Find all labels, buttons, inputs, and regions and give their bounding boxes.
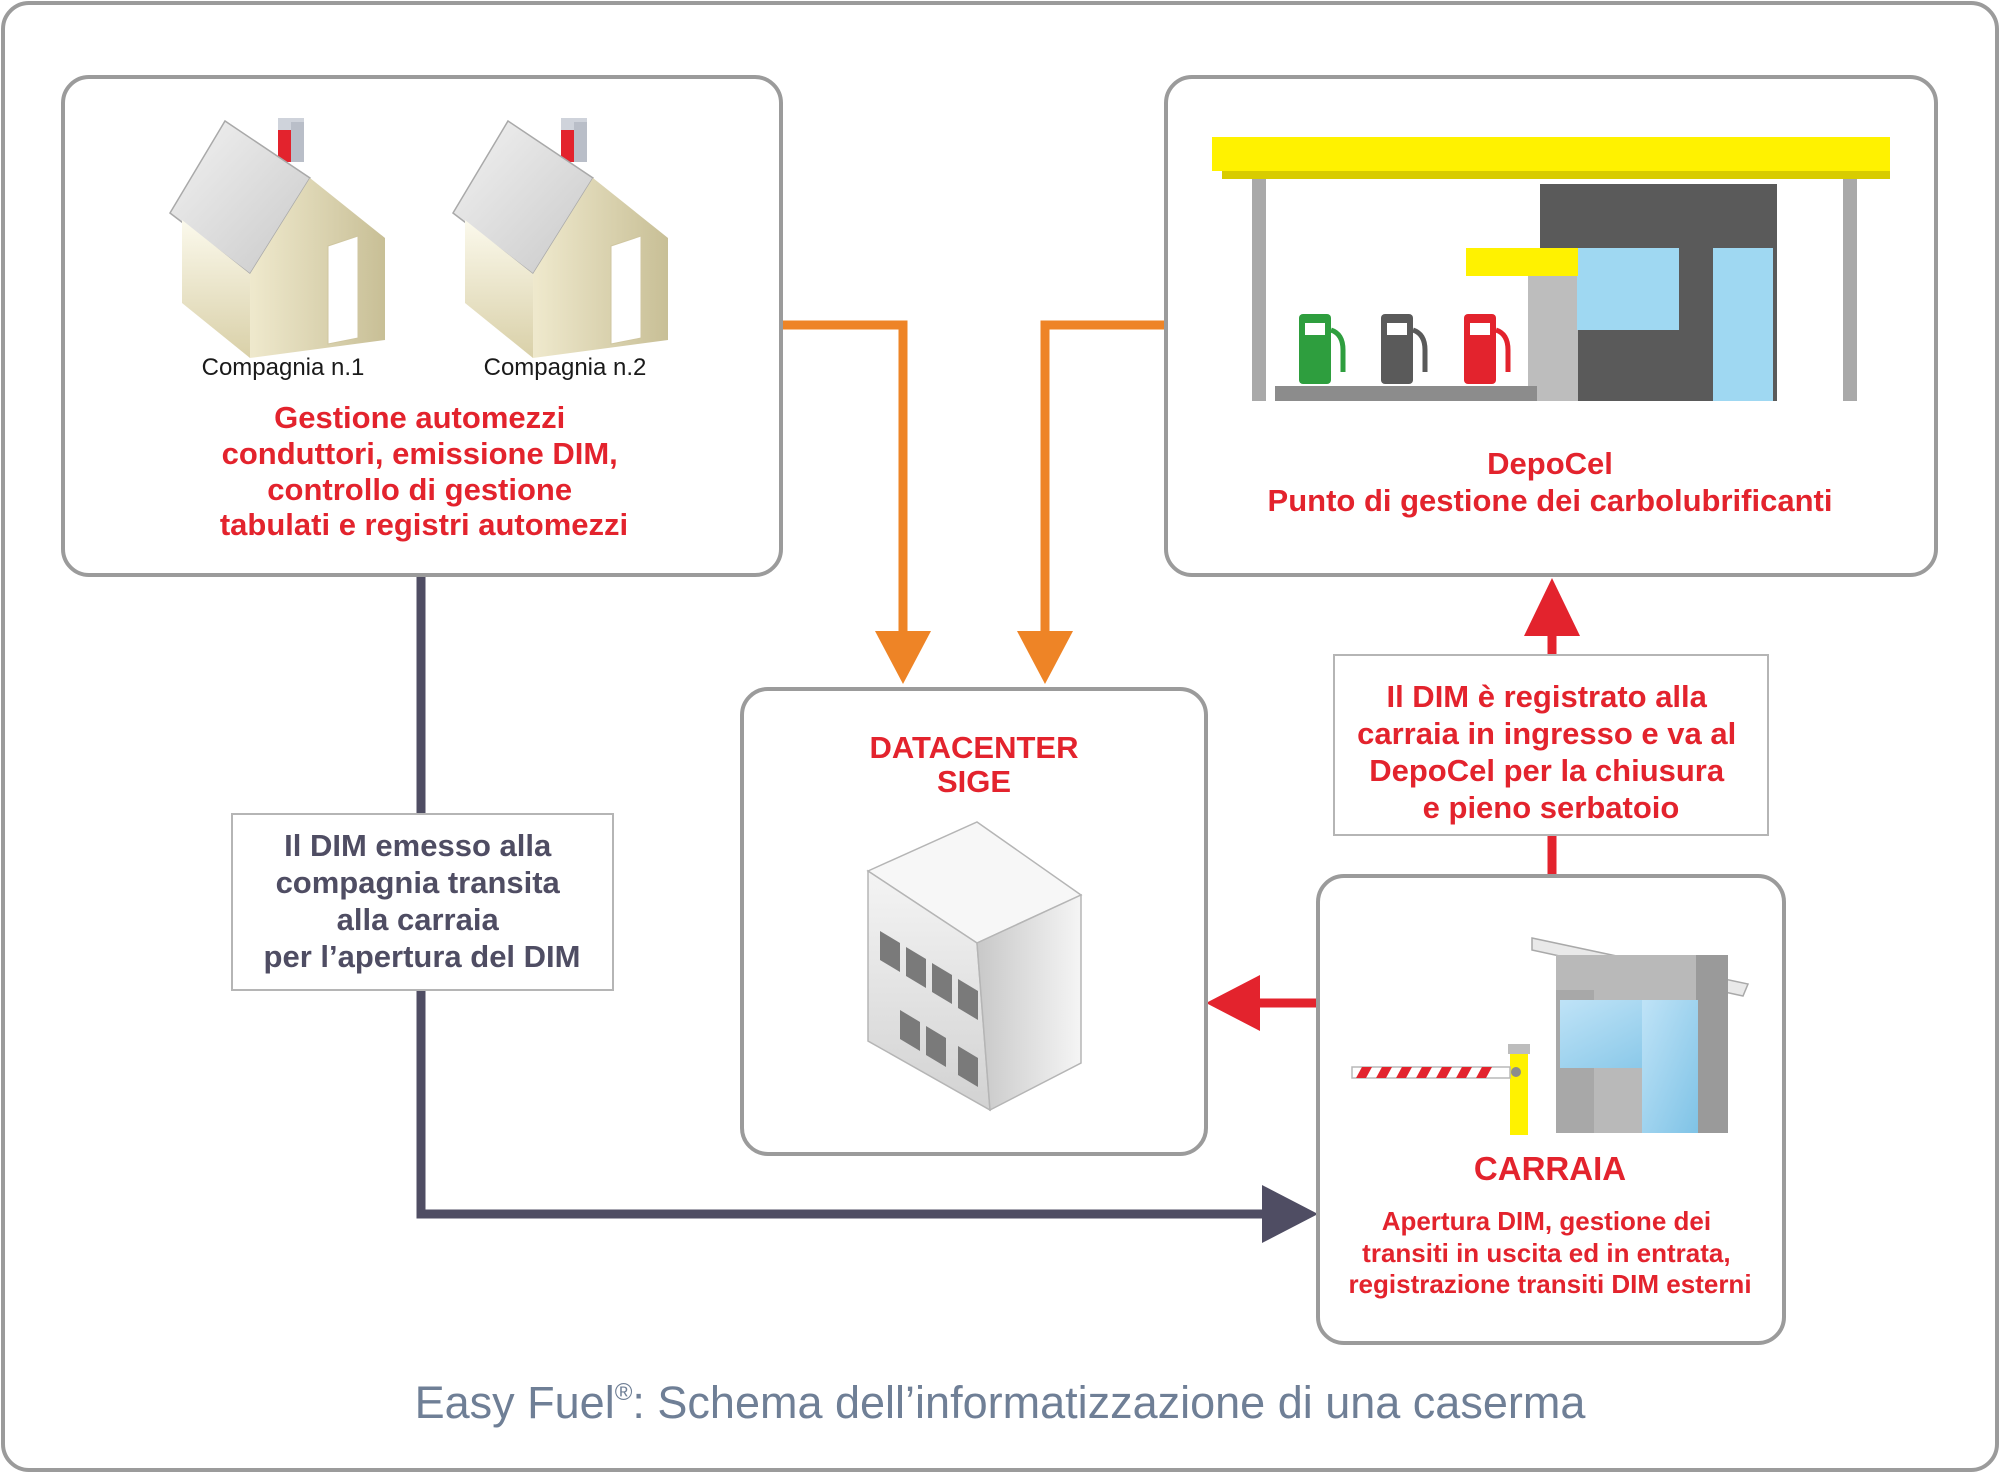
gatehouse-icon (1531, 937, 1750, 1133)
svg-text:Il DIM emesso alla compa: Il DIM emesso alla compagnia transita al… (264, 828, 581, 974)
carraia-description-line: registrazione transiti DIM esterni (1348, 1269, 1751, 1299)
depocel-subtitle: Punto di gestione dei carbolubrificanti (1268, 483, 1833, 518)
companies-description-line: tabulati e registri automezzi (220, 507, 628, 542)
note-dim-issued-line: Il DIM emesso alla (284, 828, 552, 863)
companies-description-line: Gestione automezzi (274, 400, 565, 435)
fuel-pump-icon (1464, 314, 1511, 384)
company2-label: Compagnia n.2 (484, 354, 647, 381)
note-dim-registered-line: Il DIM è registrato alla (1386, 679, 1707, 714)
note-dim-registered-line: e pieno serbatoio (1423, 790, 1680, 825)
note-dim-issued-line: alla carraia (337, 902, 500, 937)
caption: Easy Fuel®: Schema dell’informatizzazion… (415, 1377, 1587, 1428)
carraia-description-line: Apertura DIM, gestione dei (1382, 1206, 1711, 1236)
depocel-panel: DepoCel Punto di gestione dei carbolubri… (1164, 75, 1938, 577)
company1-label: Compagnia n.1 (202, 354, 365, 381)
note-dim-registered-line: carraia in ingresso e va al (1357, 716, 1736, 751)
caption-brand: Easy Fuel (415, 1377, 615, 1428)
barrier-icon (1351, 1044, 1530, 1135)
note-dim-issued-line: compagnia transita (276, 865, 561, 900)
connector-carraia-to-datacenter (1206, 975, 1316, 1031)
note-dim-issued: Il DIM emesso alla compagnia transita al… (231, 813, 614, 991)
connector-depocel-to-datacenter (1017, 320, 1166, 684)
house-icon (169, 118, 385, 358)
datacenter-panel: DATACENTER SIGE (740, 687, 1208, 1156)
companies-panel: Compagnia n.1 Compagnia n.2 Gestione aut… (61, 75, 783, 577)
companies-description-line: conduttori, emissione DIM, (222, 436, 618, 471)
carraia-panel: CARRAIA Apertura DIM, gestione dei trans… (1316, 874, 1786, 1345)
caption-text: : Schema dell’informatizzazione di una c… (632, 1377, 1586, 1428)
note-dim-registered-line: DepoCel per la chiusura (1369, 753, 1725, 788)
carraia-description-line: transiti in uscita ed in entrata, (1362, 1238, 1730, 1268)
depocel-title: DepoCel (1487, 446, 1613, 481)
fuel-station-icon (1212, 137, 1890, 401)
connector-companies-to-datacenter (782, 320, 931, 684)
connector-companies-to-carraia (416, 575, 1318, 1243)
carraia-title: CARRAIA (1474, 1150, 1626, 1187)
office-building-icon (866, 821, 1083, 1112)
svg-text:Il DIM è registrato alla: Il DIM è registrato alla carraia in ingr… (1357, 679, 1745, 825)
fuel-pump-icon (1381, 314, 1428, 384)
note-dim-issued-line: per l’apertura del DIM (264, 939, 581, 974)
companies-description-line: controllo di gestione (267, 472, 572, 507)
companies-description: Gestione automezzi conduttori, emissione… (220, 400, 628, 542)
fuel-pump-icon (1299, 314, 1346, 384)
house-icon (452, 118, 668, 358)
carraia-description: Apertura DIM, gestione dei transiti in u… (1348, 1206, 1751, 1299)
caption-registered-mark: ® (615, 1379, 633, 1406)
datacenter-title-line1: DATACENTER (870, 730, 1079, 765)
datacenter-title-line2: SIGE (937, 764, 1011, 799)
note-dim-registered: Il DIM è registrato alla carraia in ingr… (1333, 654, 1769, 836)
